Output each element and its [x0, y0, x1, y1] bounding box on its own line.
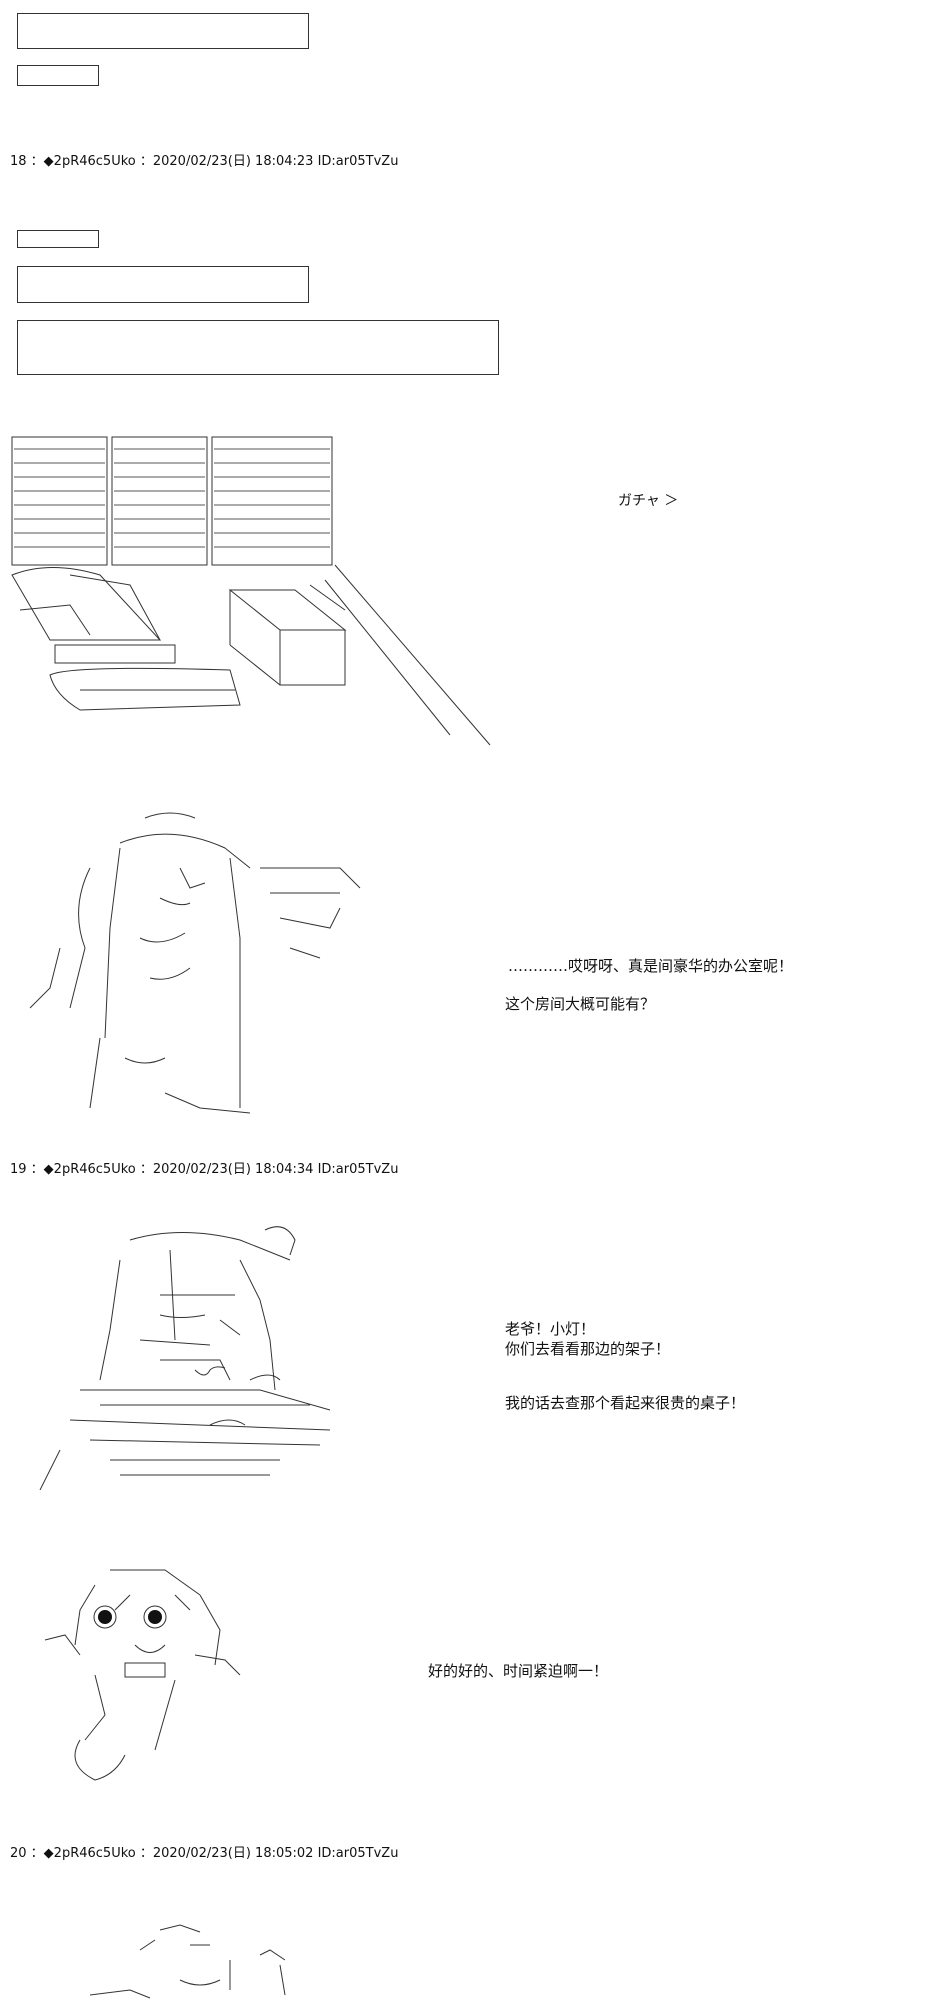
character-art-partial: [80, 1920, 310, 2000]
post-header-20: 20 ：◆2pR46c5Uko ：2020/02/23(日) 18:05:02 …: [10, 1846, 399, 1861]
empty-speech-box-1: [17, 13, 309, 49]
character-art-investigator: [10, 808, 370, 1118]
empty-speech-box-4: [17, 266, 309, 303]
door-sound-effect: ガチャ ＞: [618, 493, 679, 509]
dialog-scene3-line1: 老爷！小灯！: [505, 1320, 596, 1338]
empty-speech-box-3: [17, 230, 99, 248]
empty-speech-box-5: [17, 320, 499, 375]
character-art-ghost: [35, 1565, 265, 1795]
character-art-leader: [10, 1220, 360, 1530]
empty-speech-box-2: [17, 65, 99, 86]
dialog-scene4-line: 好的好的、时间紧迫啊一！: [428, 1662, 609, 1680]
dialog-scene2-line2: 这个房间大概可能有？: [505, 995, 656, 1013]
post-header-18: 18 ：◆2pR46c5Uko ：2020/02/23(日) 18:04:23 …: [10, 154, 399, 169]
dialog-scene2-line1: …………哎呀呀、真是间豪华的办公室呢！: [508, 957, 794, 975]
dialog-scene3-line2: 你们去看看那边的架子！: [505, 1340, 671, 1358]
post-header-19: 19 ：◆2pR46c5Uko ：2020/02/23(日) 18:04:34 …: [10, 1162, 399, 1177]
dialog-scene3-line3: 我的话去查那个看起来很贵的桌子！: [505, 1394, 746, 1412]
office-shelves-art: [10, 435, 490, 745]
